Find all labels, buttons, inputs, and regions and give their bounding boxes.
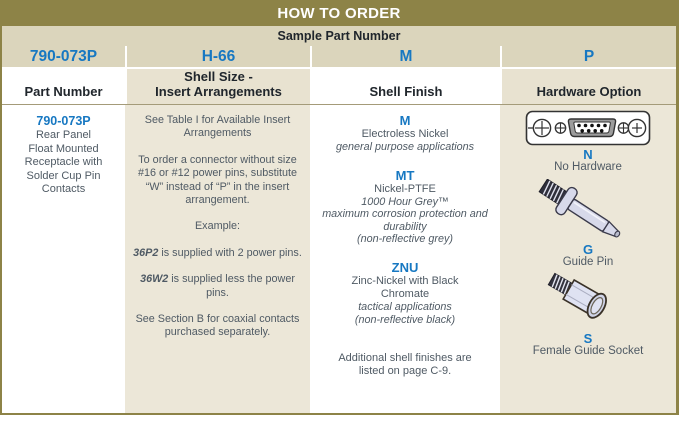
dsub-connector-face-image	[525, 110, 651, 146]
sample-values-row: 790-073P H-66 M P	[2, 46, 676, 67]
hardware-label: Guide Pin	[562, 256, 614, 268]
hardware-label: No Hardware	[554, 161, 622, 173]
part-number-column: 790-073P Rear Panel Float Mounted Recept…	[2, 105, 125, 413]
part-number-code: 790-073P	[36, 114, 91, 128]
power-pin-substitution-note: To order a connector without size #16 or…	[137, 153, 298, 207]
sample-part-number-value: 790-073P	[29, 47, 98, 65]
shell-size-column: See Table I for Available Insert Arrange…	[125, 105, 310, 413]
example-36w2: 36W2 is supplied less the power pins.	[140, 273, 295, 299]
header-hardware-option: Hardware Option	[500, 69, 676, 104]
hardware-option-column: N No Hardware	[500, 105, 676, 413]
sample-shell-finish-value: M	[310, 46, 500, 67]
hardware-label: Female Guide Socket	[532, 345, 644, 357]
header-shell-finish: Shell Finish	[310, 69, 500, 104]
part-number-description: Rear Panel Float Mounted Receptacle with…	[24, 129, 103, 195]
additional-finishes-note: Additional shell finishes are listed on …	[338, 352, 472, 378]
female-guide-socket-image	[547, 272, 607, 319]
finish-option-mt: MT Nickel-PTFE 1000 Hour Grey™ maximum c…	[310, 169, 500, 246]
table-body: 790-073P Rear Panel Float Mounted Recept…	[2, 105, 676, 413]
table-title: HOW TO ORDER	[2, 0, 676, 26]
header-shell-size-insert-arrangements: Shell Size - Insert Arrangements	[125, 69, 310, 104]
insert-arrangements-note: See Table I for Available Insert Arrange…	[144, 114, 291, 140]
finish-option-znu: ZNU Zinc-Nickel with Black Chromate tact…	[310, 261, 500, 326]
finish-code: MT	[395, 167, 415, 183]
coaxial-contacts-note: See Section B for coaxial contacts purch…	[135, 313, 300, 339]
sample-shell-size-value: H-66	[125, 46, 310, 67]
finish-name: Electroless Nickel	[361, 128, 449, 140]
hardware-code: G	[582, 242, 594, 257]
header-part-number: Part Number	[2, 69, 125, 104]
hardware-code: S	[583, 331, 593, 346]
finish-notes: 1000 Hour Grey™ maximum corrosion protec…	[322, 195, 488, 246]
finish-code: M	[399, 113, 411, 128]
finish-name: Zinc-Nickel with Black Chromate	[351, 274, 459, 300]
example-36p2: 36P2 is supplied with 2 power pins.	[133, 246, 302, 259]
finish-code: ZNU	[391, 259, 419, 275]
hardware-code: N	[583, 147, 593, 162]
finish-option-m: M Electroless Nickel general purpose app…	[310, 114, 500, 154]
sample-hardware-value: P	[500, 46, 676, 67]
column-headers-row: Part Number Shell Size - Insert Arrangem…	[2, 67, 676, 105]
finish-name: Nickel-PTFE	[374, 182, 436, 195]
shell-finish-column: M Electroless Nickel general purpose app…	[310, 105, 500, 413]
sample-part-number-label: Sample Part Number	[2, 26, 676, 46]
example-label: Example:	[194, 220, 240, 233]
finish-notes: tactical applications (non-reflective bl…	[354, 300, 456, 326]
finish-notes: general purpose applications	[335, 141, 475, 153]
guide-pin-image	[538, 179, 621, 238]
